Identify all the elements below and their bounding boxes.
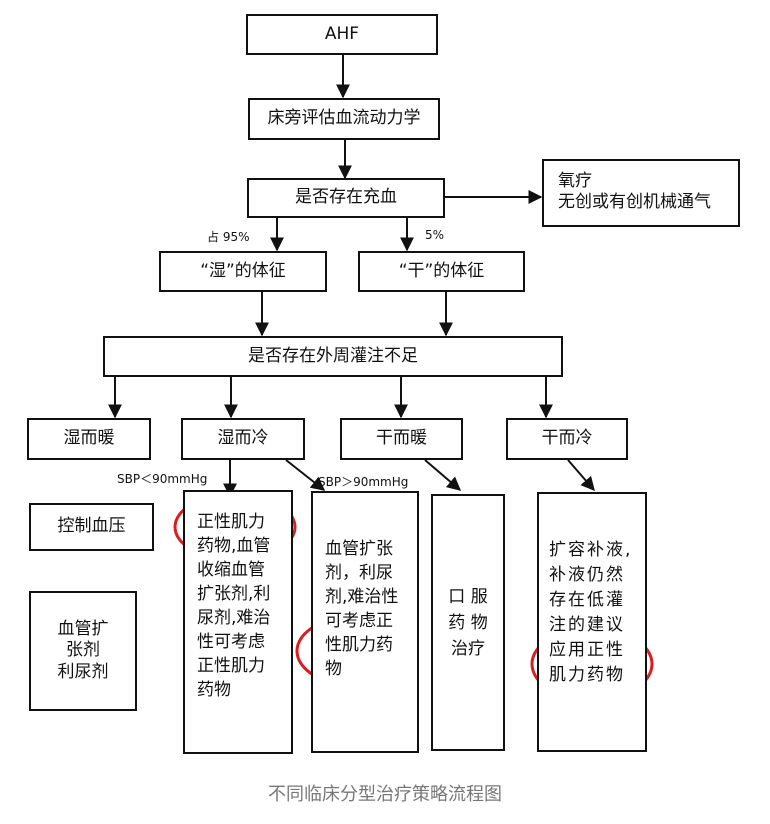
low-sbp-line-2: 药物,血管 [197,536,271,556]
bedside-assessment-node: 床旁评估血流动力学 [248,98,440,140]
high-sbp-line-6: 物 [325,659,342,679]
dry-cold-line-6: 肌力药物 [549,665,625,685]
low-sbp-line-1: 正性肌力 [197,512,265,532]
oral-line-3: 治疗 [451,638,485,659]
perfusion-node: 是否存在外周灌注不足 [103,336,563,377]
oral-treatment-node: 口 服 药 物 治疗 [431,494,505,751]
high-sbp-line-5: 性肌力药 [325,635,393,655]
low-sbp-treatment-node: 正性肌力 药物,血管 收缩血管 扩张剂,利 尿剂,难治 性可考虑 正性肌力 药物 [183,490,293,754]
dry-percentage-label: 5% [425,228,445,242]
low-sbp-line-5: 尿剂,难治 [197,608,271,628]
arrow-drywarm-oral [424,459,462,491]
vasodilator-diuretic-node: 血管扩 张剂 利尿剂 [29,591,137,711]
sbp-low-label: SBP＜90mmHg [117,472,208,486]
sbp-high-label: SBP＞90mmHg [318,475,409,489]
oxygen-line-2: 无创或有创机械通气 [558,192,711,213]
dry-cold-line-4: 注的建议 [549,615,625,635]
congestion-node: 是否存在充血 [247,178,445,218]
arrow-wetcold-high [285,459,326,491]
control-bp-node: 控制血压 [29,503,154,551]
dry-cold-node: 干而冷 [506,418,628,460]
high-sbp-line-4: 可考虑正 [325,611,393,631]
dry-sign-node: “干”的体征 [358,251,525,292]
wet-sign-node: “湿”的体征 [159,251,327,292]
oxygen-line-1: 氧疗 [558,171,592,191]
wet-percentage-label: 占 95% [207,230,250,244]
dry-cold-line-2: 补液仍然 [549,565,625,585]
wet-warm-node: 湿而暖 [27,418,151,460]
vaso-line-1: 血管扩 [57,619,109,640]
dry-cold-line-1: 扩容补液, [549,540,633,560]
high-sbp-treatment-node: 血管扩张 剂，利尿 剂,难治性 可考虑正 性肌力药 物 [311,491,419,753]
arrow-drycold-tx [567,459,595,492]
figure-caption: 不同临床分型治疗策略流程图 [268,784,502,805]
high-sbp-line-3: 剂,难治性 [325,587,399,607]
low-sbp-line-6: 性可考虑 [197,632,265,652]
dry-cold-treatment-node: 扩容补液, 补液仍然 存在低灌 注的建议 应用正性 肌力药物 [537,492,647,752]
low-sbp-line-4: 扩张剂,利 [197,584,271,604]
dry-warm-node: 干而暖 [340,418,463,460]
wet-cold-node: 湿而冷 [181,418,305,460]
oral-line-1: 口 服 [448,586,488,607]
dry-cold-line-3: 存在低灌 [549,590,625,610]
low-sbp-line-7: 正性肌力 [197,656,265,676]
oral-line-2: 药 物 [448,612,488,633]
ahf-node: AHF [246,14,438,55]
vaso-line-2: 张剂 [66,640,100,661]
dry-cold-line-5: 应用正性 [549,640,625,660]
oxygen-therapy-node: 氧疗 无创或有创机械通气 [542,159,740,227]
high-sbp-line-2: 剂，利尿 [325,563,393,583]
high-sbp-line-1: 血管扩张 [325,539,393,559]
vaso-line-3: 利尿剂 [57,661,109,682]
low-sbp-line-8: 药物 [197,680,231,700]
low-sbp-line-3: 收缩血管 [197,560,265,580]
